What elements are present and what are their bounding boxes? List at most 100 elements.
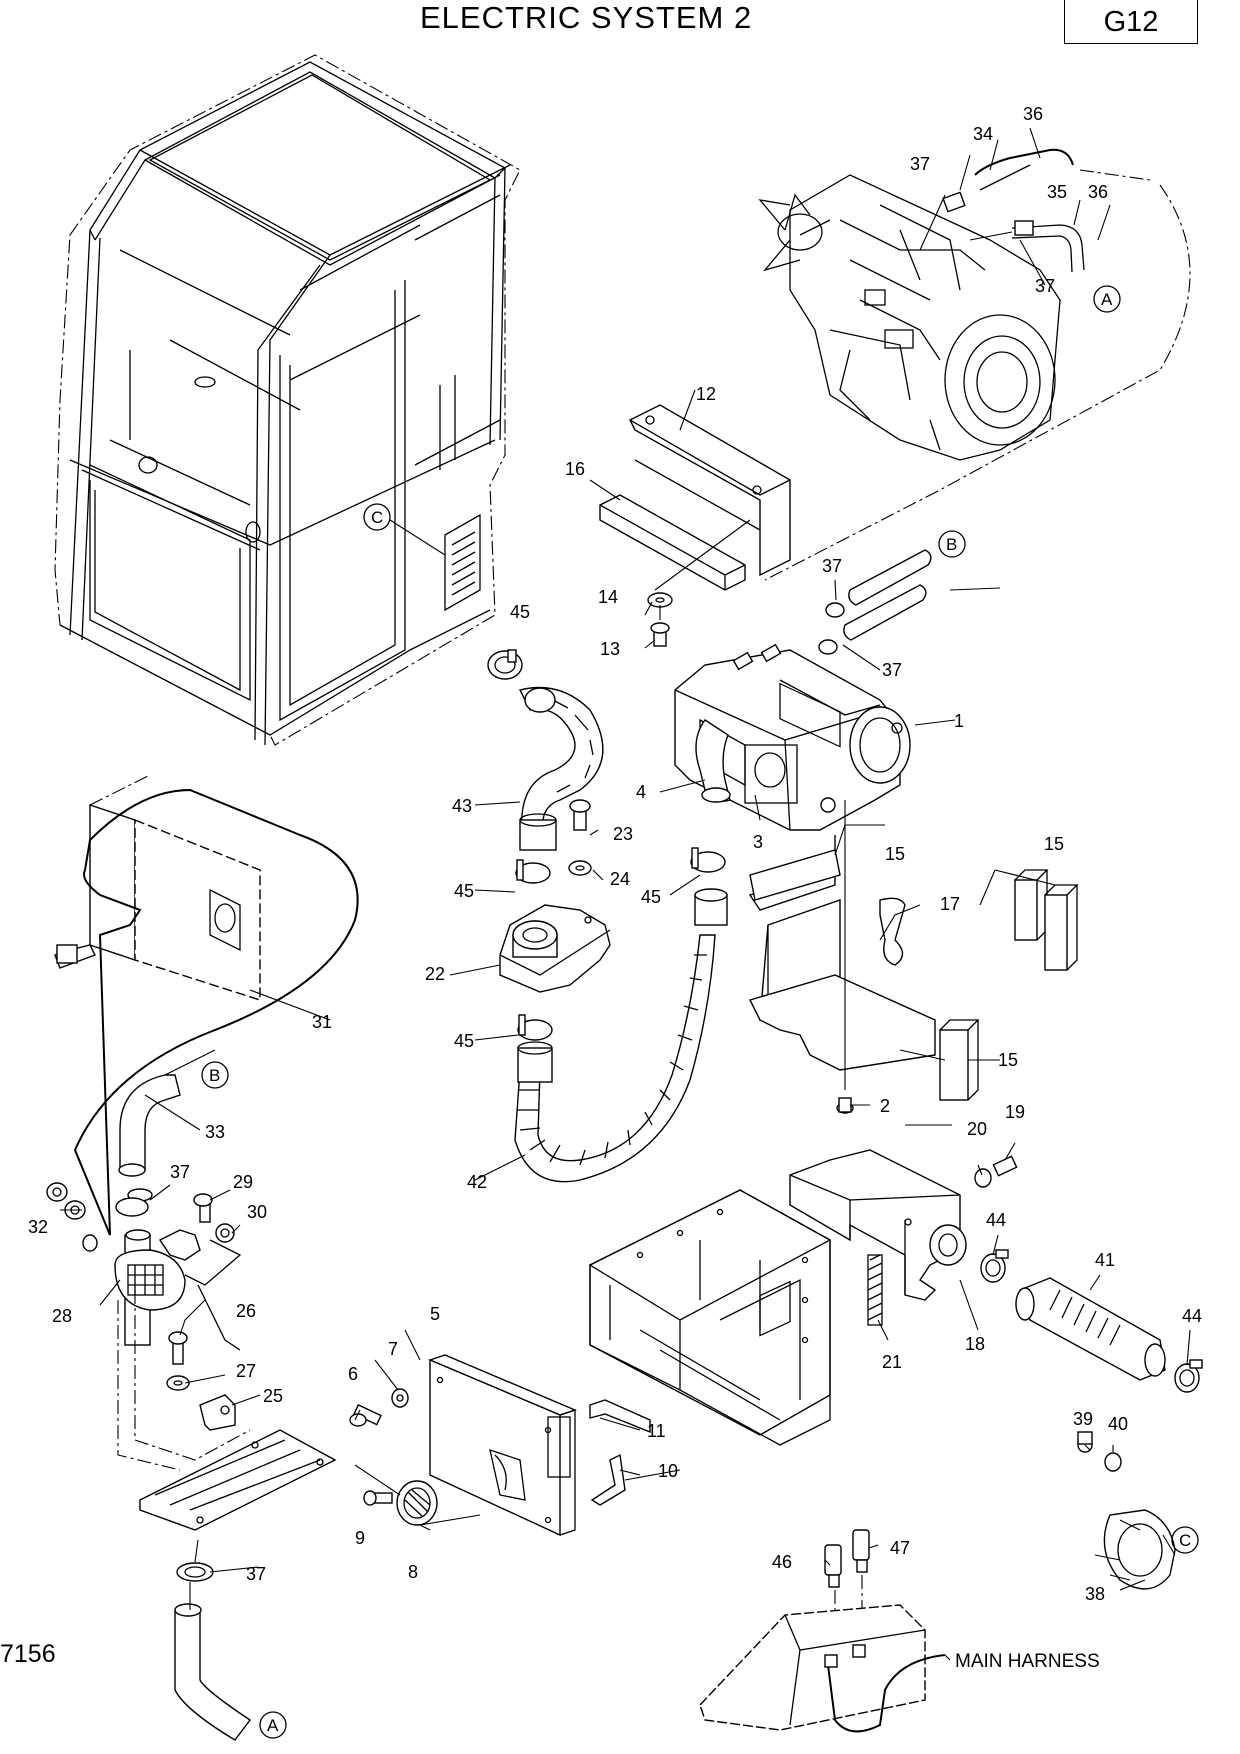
connectors-46-47 bbox=[699, 1529, 946, 1733]
callout-36a: 36 bbox=[1023, 104, 1043, 124]
callout-46: 46 bbox=[772, 1552, 792, 1572]
bottom-left-plate bbox=[134, 1290, 337, 1531]
callout-33: 33 bbox=[205, 1122, 225, 1142]
connector-a-bottom: A bbox=[259, 1711, 287, 1739]
callout-25: 25 bbox=[263, 1386, 283, 1406]
callout-45b: 45 bbox=[454, 881, 474, 901]
screw-2 bbox=[836, 800, 854, 1114]
callout-43: 43 bbox=[452, 796, 472, 816]
callout-16: 16 bbox=[565, 459, 585, 479]
figure-number: 7156 bbox=[0, 1640, 56, 1668]
cab-vent-louvers bbox=[444, 513, 481, 612]
svg-text:B: B bbox=[946, 535, 957, 554]
hose-33 bbox=[118, 1074, 181, 1177]
fasteners-29-30-32 bbox=[46, 1182, 235, 1252]
callout-42: 42 bbox=[467, 1172, 487, 1192]
callout-17: 17 bbox=[940, 894, 960, 914]
hose-b-pair bbox=[818, 549, 932, 655]
callout-19: 19 bbox=[1005, 1102, 1025, 1122]
callout-30: 30 bbox=[247, 1202, 267, 1222]
callout-37b: 37 bbox=[1035, 276, 1055, 296]
callout-2: 2 bbox=[880, 1096, 890, 1116]
callout-3: 3 bbox=[753, 832, 763, 852]
svg-text:A: A bbox=[267, 1716, 279, 1735]
callout-23: 23 bbox=[613, 824, 633, 844]
bolt-23-washer-24 bbox=[568, 799, 592, 876]
callout-13: 13 bbox=[600, 639, 620, 659]
callout-18: 18 bbox=[965, 1334, 985, 1354]
callout-45d: 45 bbox=[641, 887, 661, 907]
callout-35: 35 bbox=[1047, 182, 1067, 202]
callout-15c: 15 bbox=[998, 1050, 1018, 1070]
callout-24: 24 bbox=[610, 869, 630, 889]
bracket-18 bbox=[789, 1149, 967, 1301]
flange-38 bbox=[1077, 1431, 1176, 1590]
callout-38: 38 bbox=[1085, 1584, 1105, 1604]
bracket-12-strip-16 bbox=[599, 404, 791, 591]
callout-39: 39 bbox=[1073, 1409, 1093, 1429]
callout-5: 5 bbox=[430, 1304, 440, 1324]
callout-10: 10 bbox=[658, 1461, 678, 1481]
hose-41 bbox=[1015, 1277, 1166, 1381]
hose-a-bottom bbox=[174, 1539, 252, 1741]
bolt-13-washer-14 bbox=[647, 519, 751, 647]
callout-15a: 15 bbox=[885, 844, 905, 864]
plate-15-and-clip-17 bbox=[748, 835, 936, 1071]
engine-hose-assembly bbox=[942, 148, 1085, 273]
plate-22 bbox=[499, 904, 611, 993]
engine bbox=[758, 174, 1061, 461]
page-code-box: G12 bbox=[1064, 0, 1198, 44]
hose-clamps-45 bbox=[487, 649, 726, 1041]
callout-40: 40 bbox=[1108, 1414, 1128, 1434]
hose-43 bbox=[518, 686, 604, 851]
callout-20: 20 bbox=[967, 1119, 987, 1139]
valve-28 bbox=[114, 1188, 242, 1351]
cab-frame bbox=[54, 54, 521, 746]
callout-4: 4 bbox=[636, 782, 646, 802]
fasteners-6-7-9-8 bbox=[349, 1388, 438, 1526]
callout-6: 6 bbox=[348, 1364, 358, 1384]
callout-37a: 37 bbox=[910, 154, 930, 174]
callout-45a: 45 bbox=[510, 602, 530, 622]
callout-37c: 37 bbox=[822, 556, 842, 576]
connector-b-top: B bbox=[938, 530, 966, 558]
blocks-15 bbox=[939, 869, 1079, 1101]
callout-32: 32 bbox=[28, 1217, 48, 1237]
callout-44a: 44 bbox=[986, 1210, 1006, 1230]
callout-8: 8 bbox=[408, 1562, 418, 1582]
callout-31: 31 bbox=[312, 1012, 332, 1032]
main-harness-label: MAIN HARNESS bbox=[955, 1651, 1100, 1672]
callout-44b: 44 bbox=[1182, 1306, 1202, 1326]
connector-a-top: A bbox=[1093, 285, 1121, 313]
callout-41: 41 bbox=[1095, 1250, 1115, 1270]
fasteners-25-26-27 bbox=[166, 1331, 236, 1431]
hose-42 bbox=[514, 888, 728, 1183]
svg-text:B: B bbox=[209, 1066, 220, 1085]
page-title: ELECTRIC SYSTEM 2 bbox=[420, 0, 753, 35]
callout-22: 22 bbox=[425, 964, 445, 984]
svg-text:C: C bbox=[1179, 1531, 1191, 1550]
callout-9: 9 bbox=[355, 1528, 365, 1548]
callout-28: 28 bbox=[52, 1306, 72, 1326]
leader-lines bbox=[60, 127, 1191, 1591]
callout-numbers: 1 2 3 4 5 6 7 8 9 10 11 12 13 14 15 15 1… bbox=[28, 104, 1202, 1604]
callout-12: 12 bbox=[696, 384, 716, 404]
svg-text:C: C bbox=[371, 508, 383, 527]
callout-47: 47 bbox=[890, 1538, 910, 1558]
harness-31 bbox=[54, 774, 359, 1236]
connector-c-flange: C bbox=[1171, 1526, 1199, 1554]
callout-37f: 37 bbox=[246, 1564, 266, 1584]
connector-letters: A A B B C C bbox=[201, 285, 1199, 1739]
mounting-frame bbox=[588, 1189, 832, 1446]
callout-34: 34 bbox=[973, 124, 993, 144]
clamps-44 bbox=[980, 1249, 1203, 1393]
connector-c-cab: C bbox=[363, 503, 391, 531]
elbow-4 bbox=[695, 719, 731, 803]
callout-45c: 45 bbox=[454, 1031, 474, 1051]
callout-26: 26 bbox=[236, 1301, 256, 1321]
callout-36b: 36 bbox=[1088, 182, 1108, 202]
callout-11: 11 bbox=[647, 1421, 666, 1441]
svg-text:A: A bbox=[1101, 290, 1113, 309]
